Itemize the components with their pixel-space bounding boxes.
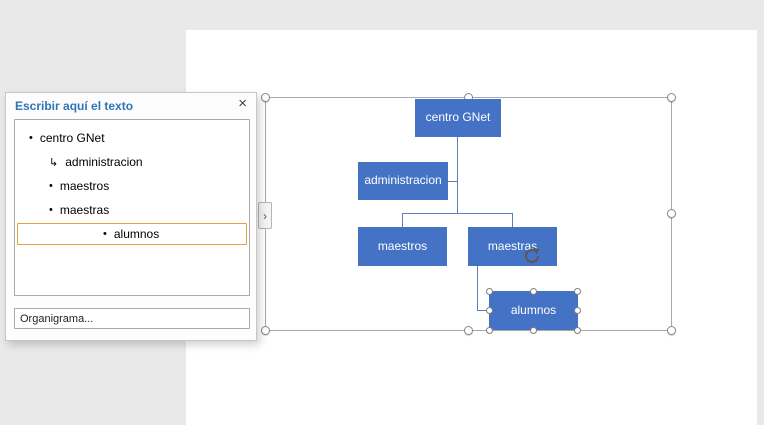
connector-line (457, 137, 458, 213)
connector-line (512, 214, 513, 227)
text-pane-outline: • centro GNet ↳ administracion • maestro… (14, 119, 250, 296)
shape-handle-middle-right[interactable] (574, 307, 581, 314)
smartart-layout-name: Organigrama... (14, 308, 250, 329)
text-pane-title: Escribir aquí el texto (15, 99, 134, 113)
outline-item-centro-gnet[interactable]: • centro GNet (15, 126, 249, 150)
bullet-icon: • (29, 132, 33, 144)
connector-line (402, 214, 403, 227)
bullet-icon: • (103, 228, 107, 240)
connector-line (448, 181, 457, 182)
outline-item-administracion[interactable]: ↳ administracion (15, 150, 249, 174)
bullet-icon: • (49, 204, 53, 216)
outline-item-label: alumnos (113, 227, 160, 241)
resize-handle-top-right[interactable] (667, 93, 676, 102)
resize-handle-bottom-left[interactable] (261, 326, 270, 335)
outline-item-maestras[interactable]: • maestras (15, 198, 249, 222)
shape-handle-top-left[interactable] (486, 288, 493, 295)
outline-item-label: maestros (59, 179, 110, 193)
connector-line (477, 266, 478, 311)
shape-handle-bottom-center[interactable] (530, 327, 537, 334)
rotate-icon[interactable] (521, 245, 543, 267)
assistant-arrow-icon: ↳ (49, 156, 59, 169)
connector-line (478, 310, 489, 311)
resize-handle-bottom-right[interactable] (667, 326, 676, 335)
smartart-text-pane: Escribir aquí el texto × • centro GNet ↳… (5, 92, 257, 341)
resize-handle-middle-right[interactable] (667, 209, 676, 218)
outline-item-alumnos-selected[interactable]: • alumnos (15, 222, 249, 246)
org-node-administracion[interactable]: administracion (358, 162, 448, 200)
outline-item-label: centro GNet (39, 131, 105, 145)
bullet-icon: • (49, 180, 53, 192)
resize-handle-bottom-center[interactable] (463, 326, 473, 335)
org-node-maestros[interactable]: maestros (358, 227, 447, 266)
outline-item-maestros[interactable]: • maestros (15, 174, 249, 198)
outline-item-label: maestras (59, 203, 110, 217)
connector-line (402, 213, 513, 214)
resize-handle-top-left[interactable] (261, 93, 270, 102)
shape-handle-top-right[interactable] (574, 288, 581, 295)
text-pane-collapse-button[interactable]: › (258, 202, 272, 229)
shape-handle-bottom-right[interactable] (574, 327, 581, 334)
org-node-centro-gnet[interactable]: centro GNet (415, 99, 501, 137)
org-node-alumnos-selected[interactable]: alumnos (489, 291, 578, 330)
shape-handle-top-center[interactable] (530, 288, 537, 295)
close-icon[interactable]: × (238, 95, 247, 112)
shape-handle-middle-left[interactable] (486, 307, 493, 314)
org-node-maestras[interactable]: maestras (468, 227, 557, 266)
chevron-right-icon: › (263, 208, 267, 223)
shape-handle-bottom-left[interactable] (486, 327, 493, 334)
outline-item-label: administracion (65, 155, 143, 169)
